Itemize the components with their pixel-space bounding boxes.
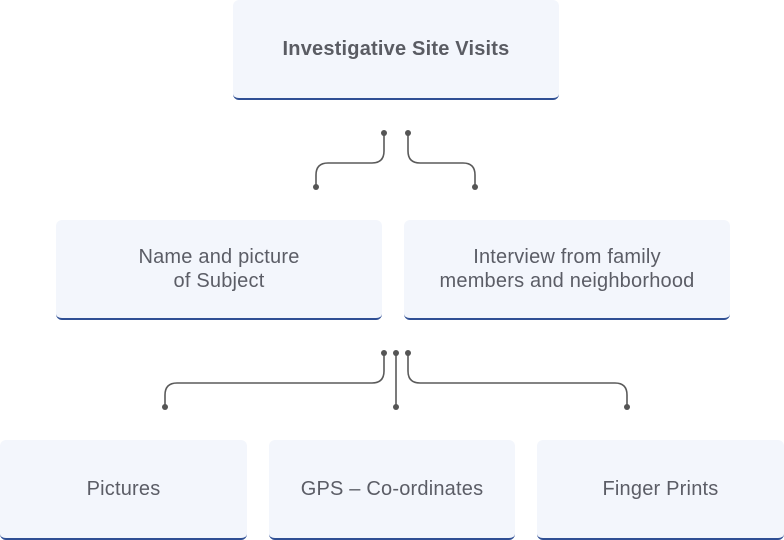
node-pictures: Pictures xyxy=(0,440,247,540)
node-interview: Interview from family members and neighb… xyxy=(404,220,730,320)
connector-dot xyxy=(624,404,630,410)
node-gps-coordinates: GPS – Co-ordinates xyxy=(269,440,515,540)
connector-dot xyxy=(381,130,387,136)
connector-dot xyxy=(393,350,399,356)
node-finger-prints: Finger Prints xyxy=(537,440,784,540)
connector-dot xyxy=(405,350,411,356)
connector-dot xyxy=(472,184,478,190)
connector-dot xyxy=(313,184,319,190)
connector-dot xyxy=(162,404,168,410)
connector-dot xyxy=(405,130,411,136)
connector-to-fingerprints xyxy=(407,353,628,407)
connector-root-to-interview xyxy=(407,133,476,186)
node-name-and-picture: Name and picture of Subject xyxy=(56,220,382,320)
connector-to-pictures xyxy=(164,353,385,407)
connector-root-to-subject xyxy=(315,133,385,186)
node-investigative-site-visits: Investigative Site Visits xyxy=(233,0,559,100)
connector-dot xyxy=(393,404,399,410)
connector-dot xyxy=(381,350,387,356)
